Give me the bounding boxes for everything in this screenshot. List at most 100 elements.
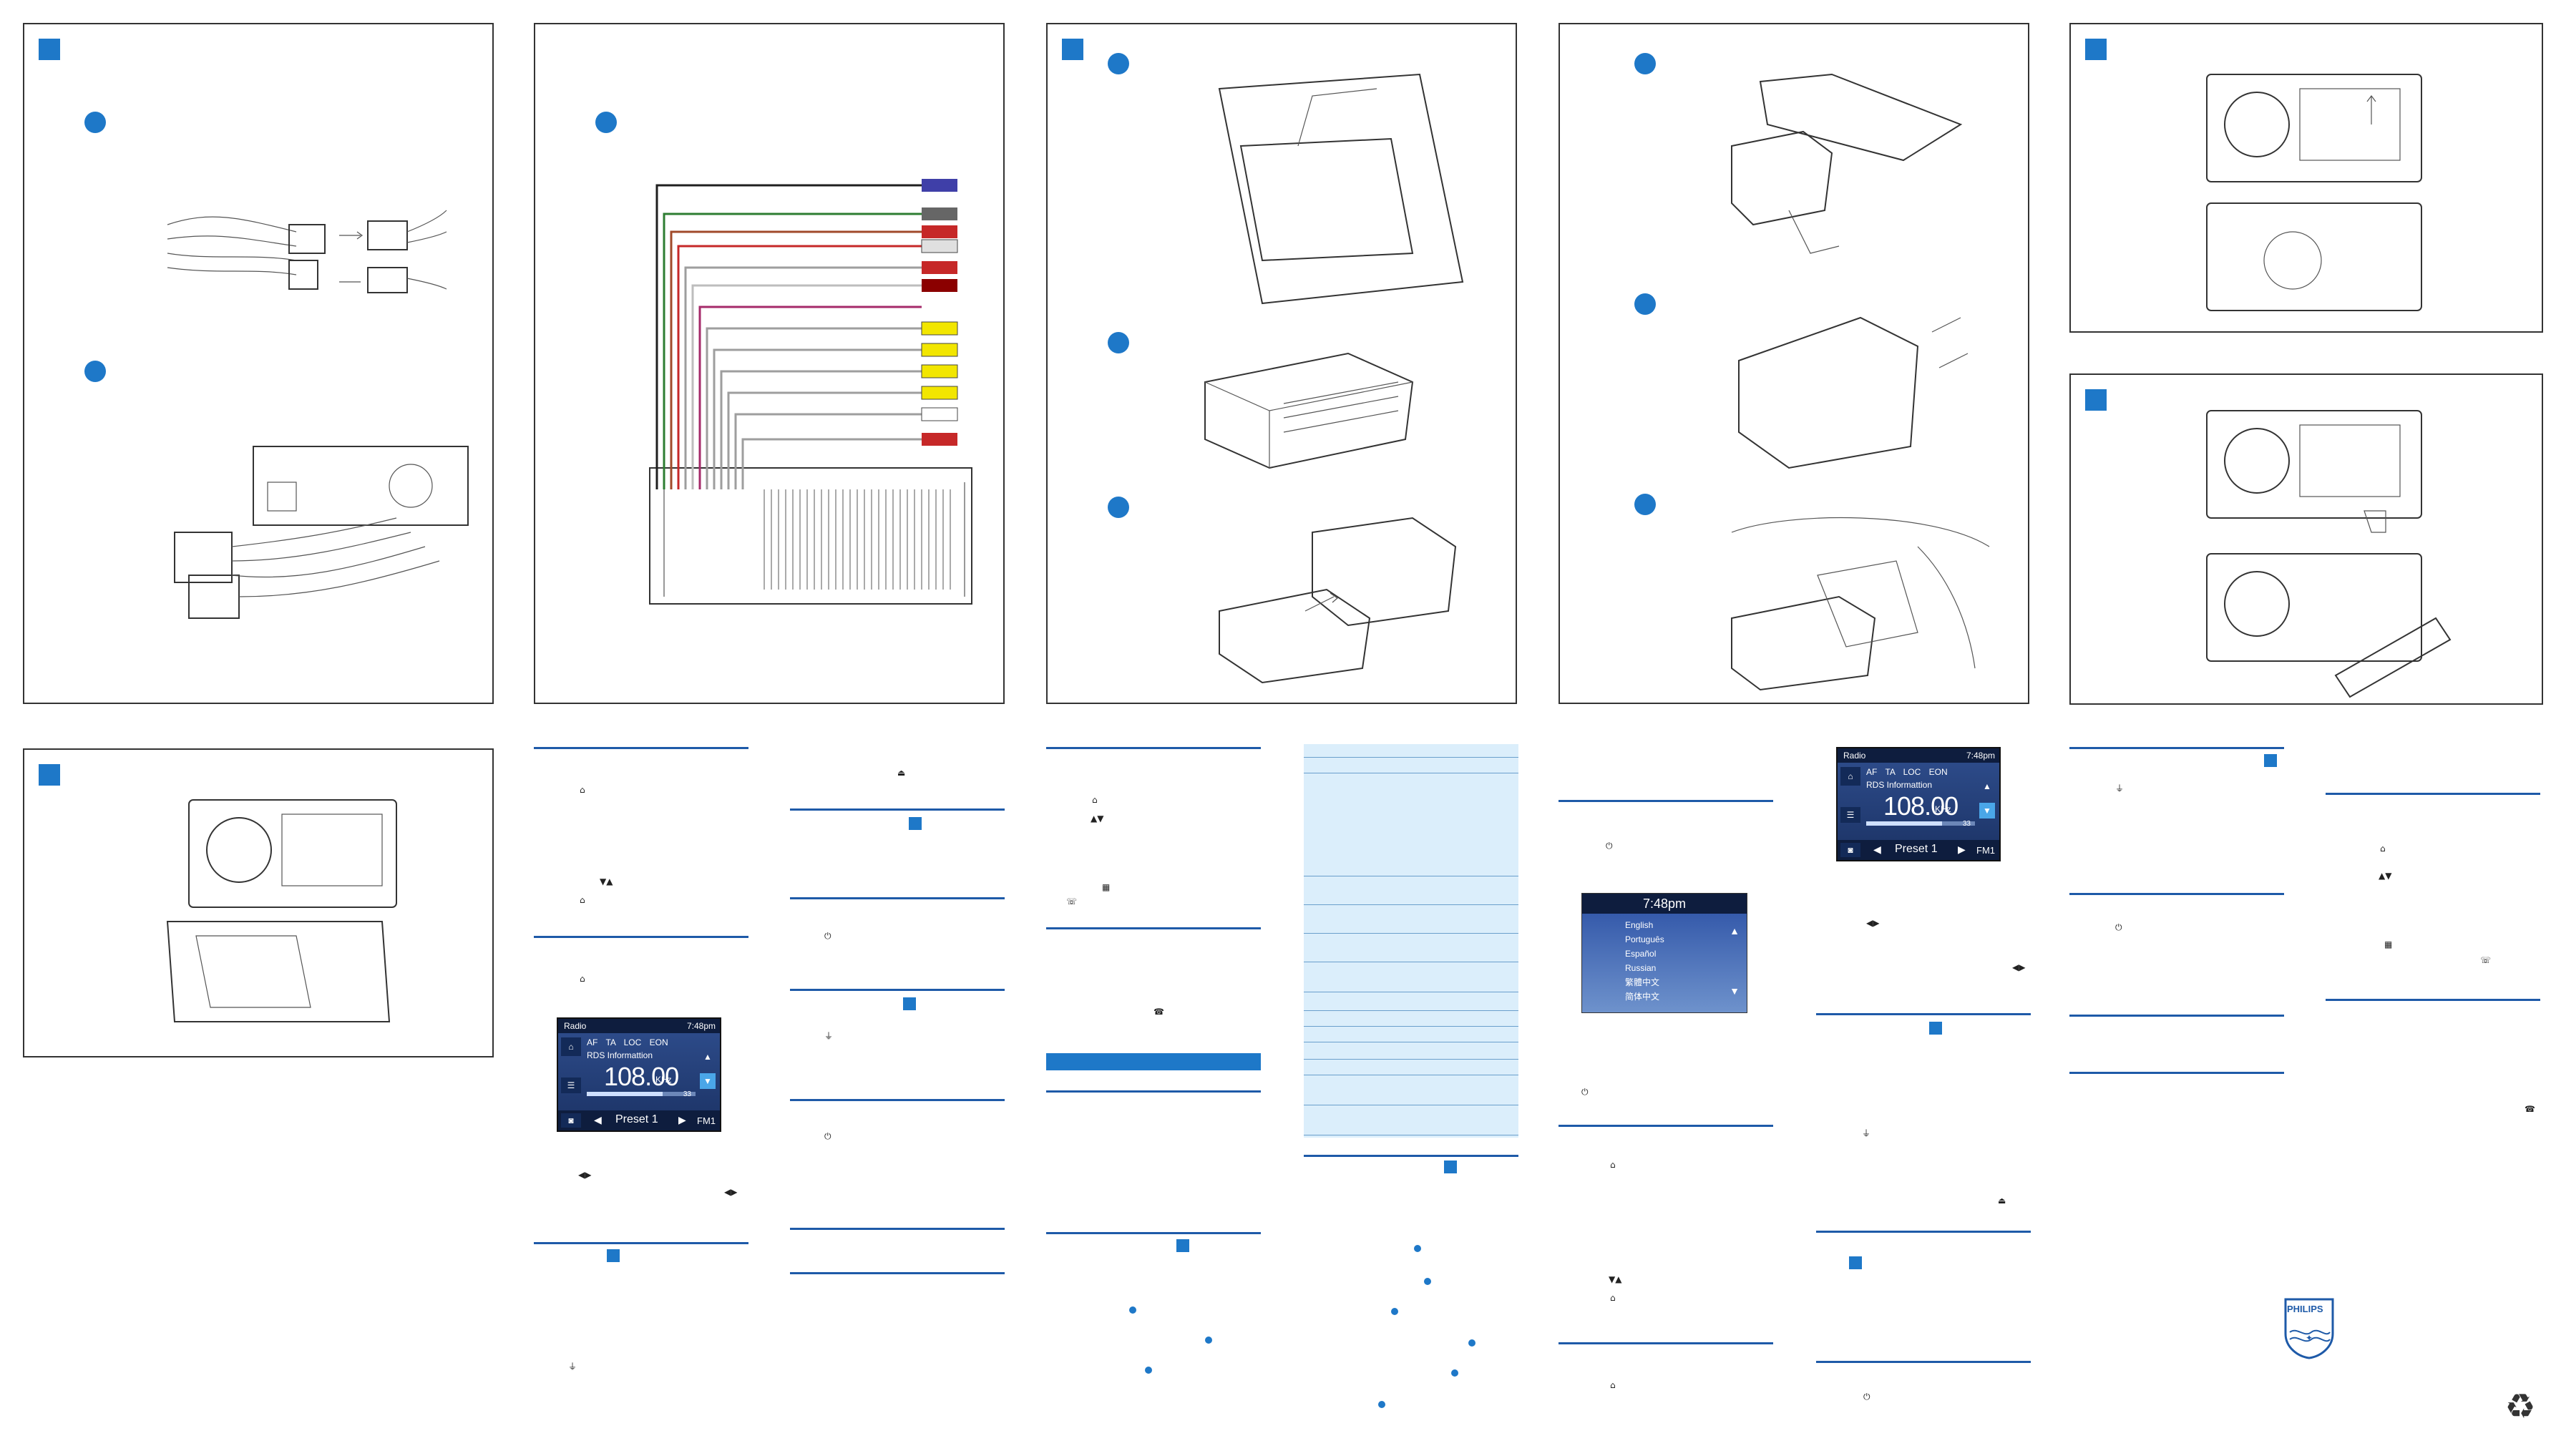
bullet-marker xyxy=(1378,1401,1385,1408)
language-option[interactable]: 繁體中文 xyxy=(1625,977,1660,987)
step-marker xyxy=(39,764,60,786)
usb-icon: ⏚ xyxy=(2115,783,2125,793)
power-icon: ⏻ xyxy=(824,931,831,941)
section-rule xyxy=(1559,1125,1773,1127)
section-rule xyxy=(2326,793,2540,795)
unit-in-dash-illustration xyxy=(1731,517,1990,691)
phone-icon: ☎ xyxy=(1153,1007,1164,1017)
left-right-arrows-icon: ◀▶ xyxy=(578,1170,592,1180)
substep-marker-2 xyxy=(1634,293,1656,315)
section-rule xyxy=(1559,1342,1773,1344)
section-rule xyxy=(1046,1232,1261,1234)
section-rule xyxy=(790,989,1005,991)
up-down-arrows-icon: ▲▼ xyxy=(2379,871,2392,881)
radio-home-button[interactable]: ⌂ xyxy=(1840,767,1860,786)
grid-icon: ▦ xyxy=(2384,939,2393,949)
section-marker xyxy=(903,997,916,1010)
radio-screen-footer: ◙ ◀ Preset 1 ▶ FM1 xyxy=(1838,840,1999,860)
substep-marker-1 xyxy=(595,112,617,133)
language-option[interactable]: English xyxy=(1625,920,1654,930)
sleeve-insert-illustration xyxy=(1219,517,1457,684)
radio-signal-bar xyxy=(587,1092,696,1096)
radio-screen-footer: ◙ ◀ Preset 1 ▶ FM1 xyxy=(558,1110,720,1130)
section-rule xyxy=(534,1242,748,1244)
radio-signal-bar xyxy=(1866,821,1975,826)
language-option[interactable]: Russian xyxy=(1625,963,1657,973)
section-rule xyxy=(1304,1155,1518,1157)
radio-clock: 7:48pm xyxy=(1966,751,1995,761)
section-rule xyxy=(1046,747,1261,749)
radio-signal-fill xyxy=(587,1092,663,1096)
radio-next-button[interactable]: ▶ xyxy=(1958,844,1966,855)
sleeve-bend-illustration xyxy=(1731,73,1963,254)
usb-icon: ⏚ xyxy=(824,1031,834,1041)
section-rule xyxy=(790,1099,1005,1101)
radio-up-button[interactable]: ▲ xyxy=(703,1052,712,1062)
radio-down-button[interactable]: ▼ xyxy=(700,1073,716,1089)
substep-marker-3 xyxy=(1108,497,1129,518)
home-icon: ⌂ xyxy=(1092,795,1098,805)
radio-list-button[interactable]: ☰ xyxy=(1840,807,1860,823)
radio-camera-button[interactable]: ◙ xyxy=(561,1113,581,1128)
substep-marker-3 xyxy=(1634,494,1656,515)
front-panel-detach-illustration xyxy=(2206,410,2452,698)
radio-next-button[interactable]: ▶ xyxy=(678,1114,686,1125)
grid-icon: ▦ xyxy=(1102,882,1111,892)
radio-source-label: Radio xyxy=(1843,751,1866,761)
harness-illustration-1 xyxy=(167,210,447,293)
up-down-arrows-icon: ▼▲ xyxy=(1609,1274,1622,1284)
recycle-icon: ♻ xyxy=(2504,1387,2536,1427)
dashboard-opening-illustration xyxy=(1218,73,1464,305)
substep-marker-1 xyxy=(84,112,106,133)
radio-flag-eon: EON xyxy=(1928,767,1948,777)
eject-icon: ⏏ xyxy=(1998,1196,2006,1206)
home-icon: ⌂ xyxy=(580,895,585,905)
section-rule xyxy=(790,1228,1005,1230)
panel-harness-connection xyxy=(23,23,494,704)
section-rule xyxy=(534,936,748,938)
radio-camera-button[interactable]: ◙ xyxy=(1840,843,1860,857)
radio-list-button[interactable]: ☰ xyxy=(561,1078,581,1093)
radio-flag-eon: EON xyxy=(649,1037,668,1047)
radio-screen-header: Radio 7:48pm xyxy=(1838,748,1999,763)
home-icon: ⌂ xyxy=(1610,1293,1616,1303)
highlight-band xyxy=(1046,1053,1261,1070)
section-marker xyxy=(1444,1161,1457,1173)
radio-level: 33 xyxy=(683,1090,691,1098)
section-rule xyxy=(1816,1231,2031,1233)
substep-marker-1 xyxy=(1634,53,1656,74)
panel-install-dashboard xyxy=(1559,23,2029,704)
language-option[interactable]: 简体中文 xyxy=(1625,992,1660,1002)
home-icon: ⌂ xyxy=(1610,1380,1616,1390)
language-option[interactable]: Español xyxy=(1625,949,1657,959)
bullet-marker xyxy=(1129,1306,1136,1314)
home-icon: ⌂ xyxy=(580,785,585,795)
radio-band: FM1 xyxy=(1976,845,1995,856)
radio-flags: AF TA LOC EON xyxy=(1866,767,1948,777)
language-option[interactable]: Português xyxy=(1625,934,1664,944)
phone-icon: ☎ xyxy=(2525,1104,2535,1114)
phone-hangup-icon: ☏ xyxy=(1066,896,1078,907)
radio-prev-button[interactable]: ◀ xyxy=(594,1114,602,1125)
radio-preset: Preset 1 xyxy=(615,1113,658,1125)
radio-flag-ta: TA xyxy=(1885,767,1896,777)
radio-down-button[interactable]: ▼ xyxy=(1979,803,1995,819)
language-screen-clock: 7:48pm xyxy=(1582,894,1747,914)
power-icon: ⏻ xyxy=(1606,841,1613,851)
radio-up-button[interactable]: ▲ xyxy=(1983,781,1991,791)
section-marker xyxy=(1929,1022,1942,1035)
home-icon: ⌂ xyxy=(580,974,585,984)
radio-home-button[interactable]: ⌂ xyxy=(561,1037,581,1056)
radio-prev-button[interactable]: ◀ xyxy=(1873,844,1881,855)
head-unit-illustration xyxy=(1204,352,1414,469)
step-marker xyxy=(39,39,60,60)
power-icon: ⏻ xyxy=(824,1131,831,1141)
language-down-button[interactable]: ▼ xyxy=(1730,985,1740,997)
language-up-button[interactable]: ▲ xyxy=(1730,925,1740,937)
panel-front-panel-detach xyxy=(2069,373,2543,705)
language-list: English Português Español Russian 繁體中文 简… xyxy=(1625,918,1664,1004)
radio-flag-af: AF xyxy=(1866,767,1878,777)
language-screen: 7:48pm English Português Español Russian… xyxy=(1581,893,1747,1013)
left-right-arrows-icon: ◀▶ xyxy=(1866,918,1880,928)
substep-marker-1 xyxy=(1108,53,1129,74)
